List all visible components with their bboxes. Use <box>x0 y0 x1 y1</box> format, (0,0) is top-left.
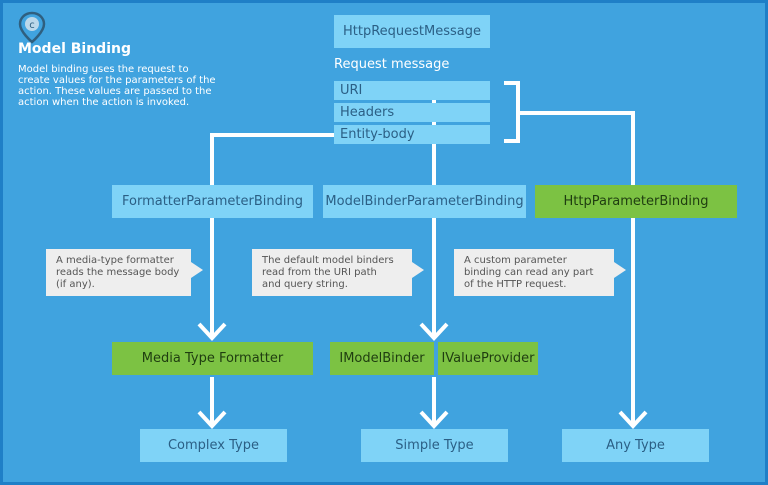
any-type-box: Any Type <box>562 429 709 462</box>
page-title: Model Binding <box>18 41 131 57</box>
arrowhead-complex-type <box>197 410 227 429</box>
request-part-entity-body: Entity-body <box>334 125 490 144</box>
request-part-headers: Headers <box>334 103 490 122</box>
arrowhead-formatter <box>197 322 227 341</box>
note-custom-parameter-binding: A custom parameter binding can read any … <box>454 249 626 296</box>
page-description: Model binding uses the request to create… <box>18 64 216 108</box>
formatter-parameter-binding-box: FormatterParameterBinding <box>112 185 313 218</box>
arrowhead-any-type <box>618 410 648 429</box>
arrowhead-modelbinder <box>419 322 449 341</box>
request-part-uri: URI <box>334 81 490 100</box>
note-media-type-formatter: A media-type formatter reads the message… <box>46 249 203 296</box>
ivalueprovider-box: IValueProvider <box>438 342 538 375</box>
imodelbinder-box: IModelBinder <box>330 342 434 375</box>
complex-type-box: Complex Type <box>140 429 287 462</box>
connector-request-to-httpbinding <box>518 111 635 426</box>
arrowhead-simple-type <box>419 410 449 429</box>
map-pin-icon: c <box>18 11 46 44</box>
request-message-label: Request message <box>334 57 450 72</box>
connector-body-to-formatter <box>210 133 334 338</box>
logo-letter: c <box>29 20 35 31</box>
simple-type-box: Simple Type <box>361 429 508 462</box>
media-type-formatter-box: Media Type Formatter <box>112 342 313 375</box>
request-parts-bracket <box>504 81 520 143</box>
model-binder-parameter-binding-box: ModelBinderParameterBinding <box>323 185 526 218</box>
http-request-message-box: HttpRequestMessage <box>334 15 490 48</box>
note-default-model-binders: The default model binders read from the … <box>252 249 424 296</box>
http-parameter-binding-box: HttpParameterBinding <box>535 185 737 218</box>
